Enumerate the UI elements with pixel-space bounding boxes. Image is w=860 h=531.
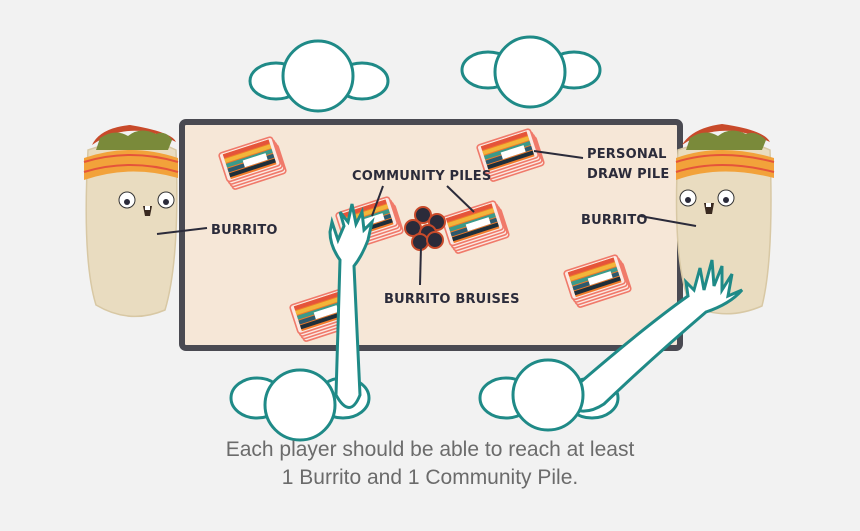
burrito-bruise-tokens xyxy=(404,206,446,251)
label-personal-draw-pile-line1: PERSONAL xyxy=(587,147,667,162)
player-bottom-left xyxy=(229,203,375,442)
caption-line-2: 1 Burrito and 1 Community Pile. xyxy=(281,466,579,489)
player-top-left xyxy=(248,39,390,113)
leader-lines xyxy=(156,150,697,286)
label-personal-draw-pile-line2: DRAW PILE xyxy=(587,167,669,182)
label-community-piles: COMMUNITY PILES xyxy=(352,169,491,184)
label-burrito-right: BURRITO xyxy=(581,213,648,228)
caption: Each player should be able to reach at l… xyxy=(0,436,860,492)
label-burrito-left: BURRITO xyxy=(211,223,278,238)
label-burrito-bruises: BURRITO BRUISES xyxy=(384,292,520,307)
caption-line-1: Each player should be able to reach at l… xyxy=(225,438,635,461)
player-bottom-right xyxy=(478,259,744,432)
burrito-character-left xyxy=(83,125,179,318)
player-top-right xyxy=(460,35,602,109)
